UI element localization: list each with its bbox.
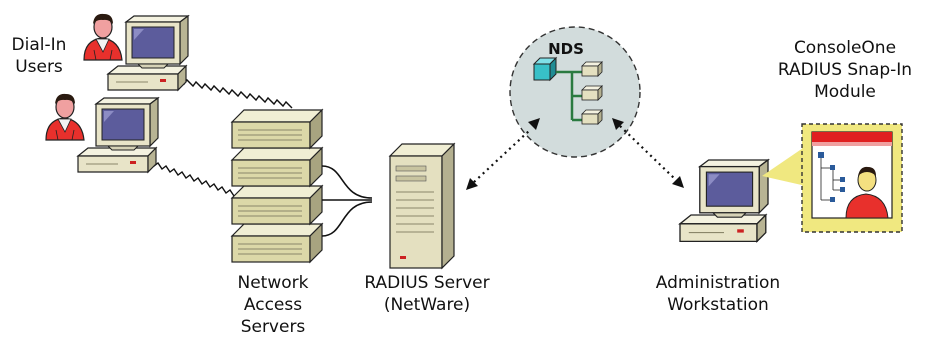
radius-server-icon — [388, 142, 456, 270]
consoleone-snapin-icon — [801, 123, 903, 233]
dial-in-users-label-line-2: Users — [15, 57, 63, 77]
nds-label: NDS — [548, 40, 584, 58]
nas-to-radius-link — [321, 201, 373, 237]
dial-in-line-2 — [149, 159, 243, 200]
console-label-line-3: Module — [814, 82, 876, 102]
dial-in-user-person-icon — [83, 13, 123, 61]
radius-label-line-2: (NetWare) — [383, 295, 471, 315]
network-access-servers-label: Network Access Servers — [218, 272, 328, 338]
dial-in-user-person-icon — [45, 93, 85, 141]
dial-in-users-label-line-1: Dial-In — [11, 35, 67, 55]
admin-label-line-1: Administration — [655, 273, 781, 293]
radius-nds-dotted-link — [473, 129, 531, 183]
nas-to-radius-link — [321, 165, 373, 199]
console-label-line-1: ConsoleOne — [793, 38, 897, 58]
radius-server-label: RADIUS Server (NetWare) — [352, 272, 502, 316]
radius-label-line-1: RADIUS Server — [364, 273, 490, 293]
dial-in-users-label: Dial-In Users — [4, 34, 74, 78]
consoleone-module-label: ConsoleOne RADIUS Snap-In Module — [770, 37, 920, 103]
arrowhead-icon — [672, 176, 684, 188]
arrowhead-icon — [612, 118, 624, 130]
dial-in-line-1 — [177, 77, 293, 109]
administration-workstation-label: Administration Workstation — [648, 272, 788, 316]
nas-label-line-2: Access — [243, 295, 303, 315]
arrowhead-icon — [466, 178, 478, 190]
arrowhead-icon — [528, 118, 540, 130]
administration-workstation-icon — [679, 159, 769, 243]
nas-label-line-1: Network — [237, 273, 309, 293]
nds-tree-icon — [509, 26, 641, 158]
console-label-line-2: RADIUS Snap-In — [777, 60, 913, 80]
callout-wedge — [762, 146, 806, 186]
network-access-server-icon — [231, 109, 323, 263]
dial-in-user-computer-icon — [77, 97, 159, 173]
admin-label-line-2: Workstation — [667, 295, 769, 315]
nas-label-line-3: Servers — [240, 317, 306, 337]
admin-nds-dotted-link — [619, 125, 677, 181]
